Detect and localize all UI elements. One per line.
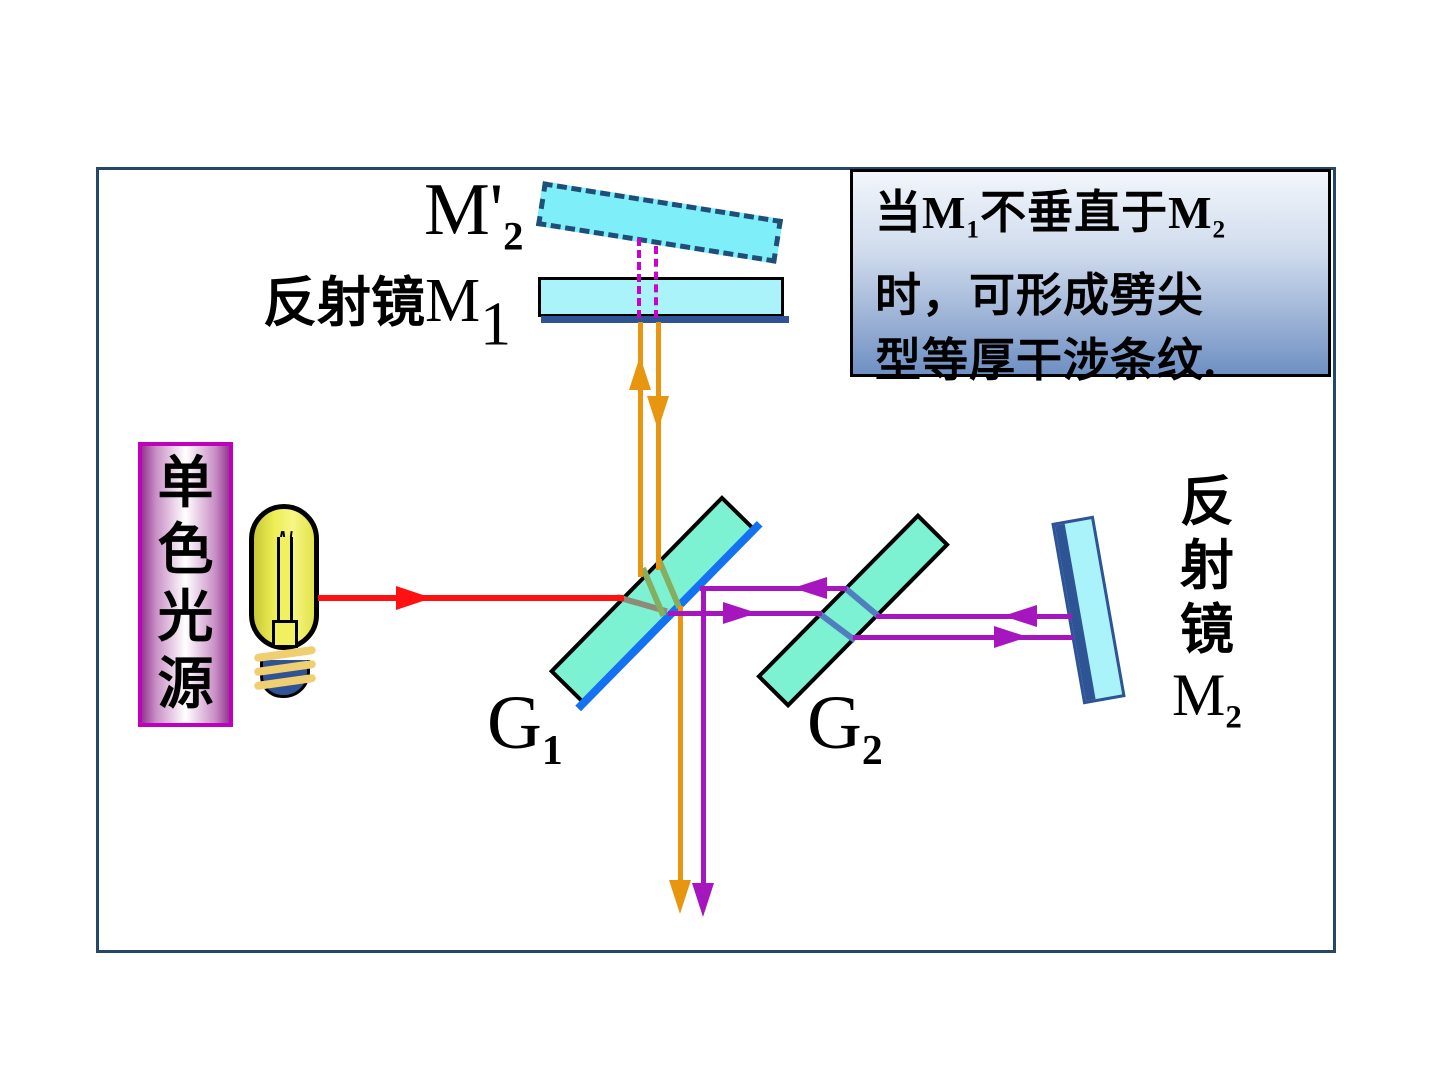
incident-red-beam	[318, 595, 624, 601]
virtual-ray-dashed-left	[637, 238, 641, 318]
bulb-stem	[277, 537, 293, 627]
note-line-1: 当M1不垂直于M2	[875, 187, 1227, 244]
orange-exit-arrowhead	[669, 880, 691, 914]
note-box: 当M1不垂直于M2 时，可形成劈尖 型等厚干涉条纹.	[850, 169, 1331, 386]
purple-exit-arrowhead	[692, 883, 714, 917]
red-beam-arrowhead	[396, 586, 432, 610]
source-char: 单	[157, 452, 214, 515]
purple-return-arrowhead-1	[1003, 605, 1037, 627]
label-mirror-m1: 反射镜M1	[263, 267, 512, 359]
note-line-3: 型等厚干涉条纹.	[875, 334, 1217, 386]
label-g1: G1	[487, 681, 563, 774]
note-line-2: 时，可形成劈尖	[875, 269, 1204, 321]
bulb-stem-base	[272, 620, 298, 648]
source-char: 光	[157, 586, 214, 649]
orange-beam-from-m1	[656, 322, 661, 570]
orange-beam-to-m1	[638, 322, 643, 577]
purple-beam-to-observer	[701, 588, 706, 886]
purple-out-arrowhead-2	[994, 626, 1028, 648]
purple-beam-g2-to-g1	[700, 586, 847, 591]
virtual-ray-dashed-right	[654, 246, 658, 318]
diagram-frame	[96, 167, 1336, 953]
label-g2: G2	[807, 681, 883, 774]
purple-beam-g2-to-m2	[853, 635, 1073, 640]
purple-out-arrowhead-1	[723, 602, 757, 624]
light-source-label-box: 单 色 光 源	[138, 442, 233, 727]
source-char: 色	[157, 519, 214, 582]
orange-beam-to-observer	[678, 606, 683, 884]
purple-return-arrowhead-2	[793, 577, 827, 599]
source-char: 源	[157, 653, 214, 716]
orange-up-arrowhead	[629, 356, 651, 390]
label-virtual-mirror: M'2	[424, 169, 524, 259]
mirror-m1-backing	[541, 316, 789, 323]
purple-beam-m2-to-g2	[876, 614, 1072, 619]
orange-down-arrowhead	[647, 396, 669, 430]
label-mirror-m2: 反 射 镜 M2	[1172, 472, 1242, 736]
mirror-m1	[538, 277, 784, 317]
